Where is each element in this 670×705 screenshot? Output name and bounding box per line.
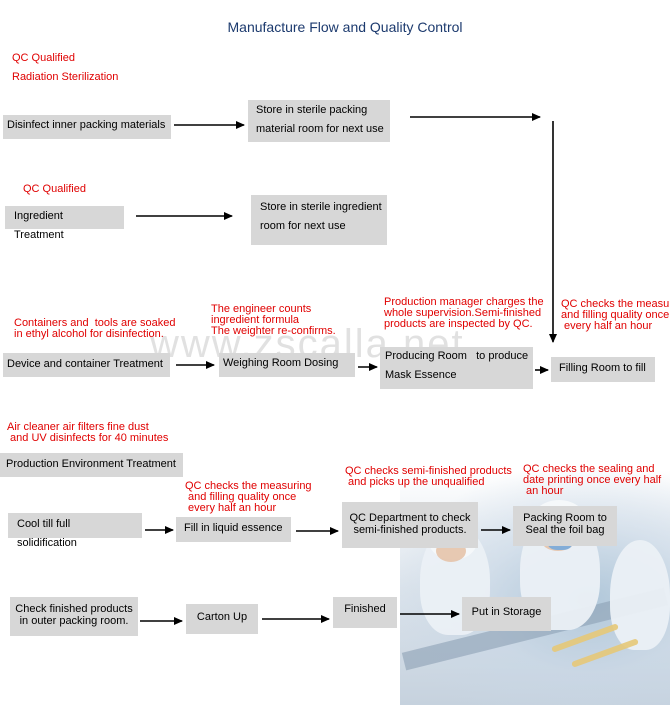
step-store-ingredient: Store in sterile ingredient room for nex… <box>251 195 387 245</box>
note-radiation-sterilization: Radiation Sterilization <box>12 71 119 83</box>
step-weighing-room-dosing: Weighing Room Dosing <box>219 353 355 377</box>
step-producing-room: Producing Room to produce Mask Essence <box>380 347 533 389</box>
step-device-container-treatment: Device and container Treatment <box>3 353 170 377</box>
note-qc-qualified: QC Qualified <box>12 52 75 64</box>
step-packing-room: Packing Room to Seal the foil bag <box>513 506 617 546</box>
step-disinfect-inner-packing: Disinfect inner packing materials <box>3 115 171 139</box>
step-cool-solidification: Cool till full solidification <box>8 513 142 549</box>
note-qc-measuring: QC checks the measuring and filling qual… <box>185 480 312 514</box>
step-filling-room: Filling Room to fill <box>551 357 655 382</box>
note-qc-measuring: QC checks the measuring and filling qual… <box>561 298 670 332</box>
page-title: Manufacture Flow and Quality Control <box>227 19 463 35</box>
note-air-cleaner: Air cleaner air filters fine dust and UV… <box>7 421 169 444</box>
step-put-in-storage: Put in Storage <box>462 597 551 631</box>
step-ingredient-treatment: Ingredient Treatment <box>5 206 124 241</box>
worker-figure <box>610 540 670 650</box>
note-qc-semi-finished: QC checks semi-finished products and pic… <box>345 465 512 488</box>
note-engineer-counts: The engineer counts ingredient formula T… <box>211 303 336 337</box>
note-production-manager: Production manager charges the whole sup… <box>384 296 544 330</box>
note-qc-qualified: QC Qualified <box>23 183 86 195</box>
step-production-environment: Production Environment Treatment <box>0 453 183 477</box>
step-fill-liquid-essence: Fill in liquid essence <box>176 517 291 542</box>
step-store-packing-material: Store in sterile packing material room f… <box>248 100 390 142</box>
step-qc-department: QC Department to check semi-finished pro… <box>342 502 478 548</box>
note-qc-sealing: QC checks the sealing and date printing … <box>523 463 662 497</box>
step-check-finished-products: Check finished products in outer packing… <box>10 597 138 636</box>
note-containers-soaked: Containers and tools are soaked in ethyl… <box>14 317 176 340</box>
step-carton-up: Carton Up <box>186 604 258 634</box>
step-finished: Finished <box>333 597 397 628</box>
